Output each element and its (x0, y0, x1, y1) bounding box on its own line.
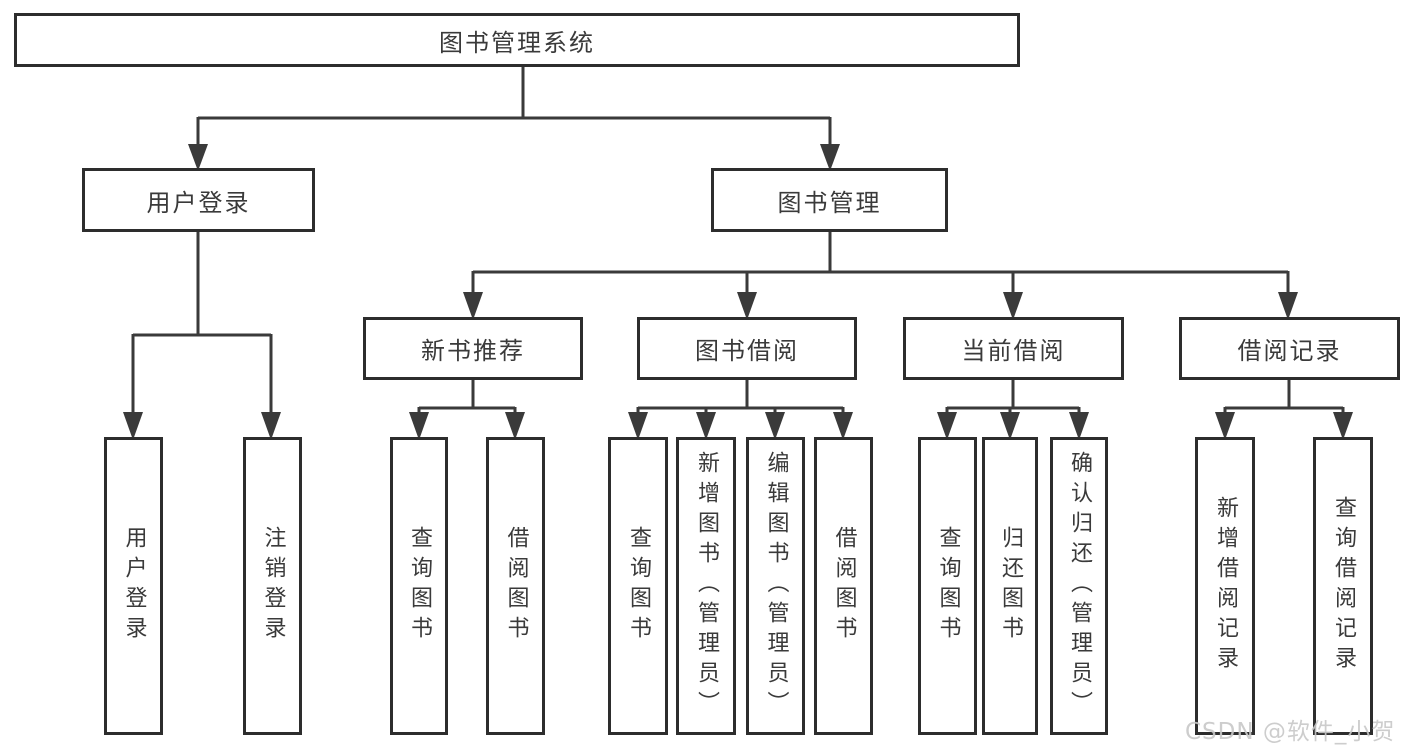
leaf-query-books-recommend: 查询图书 (390, 437, 448, 735)
csdn-watermark: CSDN @软件_小贺同学 (1185, 719, 1396, 745)
leaf-query-borrow-record: 查询借阅记录 (1313, 437, 1373, 735)
leaf-edit-book-admin: 编辑图书（管理员） (746, 437, 805, 735)
node-library-system: 图书管理系统 (14, 13, 1020, 67)
leaf-borrow-books-recommend: 借阅图书 (486, 437, 545, 735)
leaf-confirm-return-admin-label: 确认归还（管理员） (1067, 451, 1092, 721)
leaf-query-books-current-label: 查询图书 (935, 526, 961, 646)
leaf-borrow-books-recommend-label: 借阅图书 (503, 526, 529, 646)
leaf-query-books-recommend-label: 查询图书 (407, 526, 432, 646)
node-user-login: 用户登录 (82, 168, 315, 232)
leaf-query-borrow-record-label: 查询借阅记录 (1331, 496, 1356, 676)
leaf-borrow-books: 借阅图书 (814, 437, 873, 735)
node-borrow-records: 借阅记录 (1179, 317, 1400, 380)
leaf-query-books-current: 查询图书 (918, 437, 977, 735)
leaf-query-books-borrow: 查询图书 (608, 437, 668, 735)
leaf-add-book-admin-label: 新增图书（管理员） (694, 451, 719, 721)
leaf-edit-book-admin-label: 编辑图书（管理员） (763, 451, 789, 721)
leaf-return-books-label: 归还图书 (998, 526, 1023, 646)
leaf-add-book-admin: 新增图书（管理员） (676, 437, 736, 735)
leaf-logout-label: 注销登录 (260, 526, 286, 646)
leaf-user-login-label: 用户登录 (121, 526, 147, 646)
leaf-return-books: 归还图书 (982, 437, 1038, 735)
leaf-borrow-books-label: 借阅图书 (831, 526, 857, 646)
node-current-borrow: 当前借阅 (903, 317, 1124, 380)
node-library-system-label: 图书管理系统 (439, 28, 595, 57)
leaf-logout: 注销登录 (243, 437, 302, 735)
node-user-login-label: 用户登录 (146, 188, 251, 217)
node-current-borrow-label: 当前借阅 (961, 337, 1066, 365)
node-book-borrow-label: 图书借阅 (695, 337, 799, 365)
leaf-add-borrow-record-label: 新增借阅记录 (1213, 496, 1238, 676)
leaf-user-login: 用户登录 (104, 437, 163, 735)
leaf-confirm-return-admin: 确认归还（管理员） (1050, 437, 1108, 735)
node-new-book-recommend: 新书推荐 (363, 317, 583, 380)
node-borrow-records-label: 借阅记录 (1237, 337, 1342, 365)
leaf-query-books-borrow-label: 查询图书 (626, 526, 651, 646)
leaf-add-borrow-record: 新增借阅记录 (1195, 437, 1255, 735)
node-new-book-recommend-label: 新书推荐 (421, 337, 525, 365)
node-book-management-label: 图书管理 (777, 188, 882, 217)
node-book-borrow: 图书借阅 (637, 317, 857, 380)
node-book-management: 图书管理 (711, 168, 948, 232)
